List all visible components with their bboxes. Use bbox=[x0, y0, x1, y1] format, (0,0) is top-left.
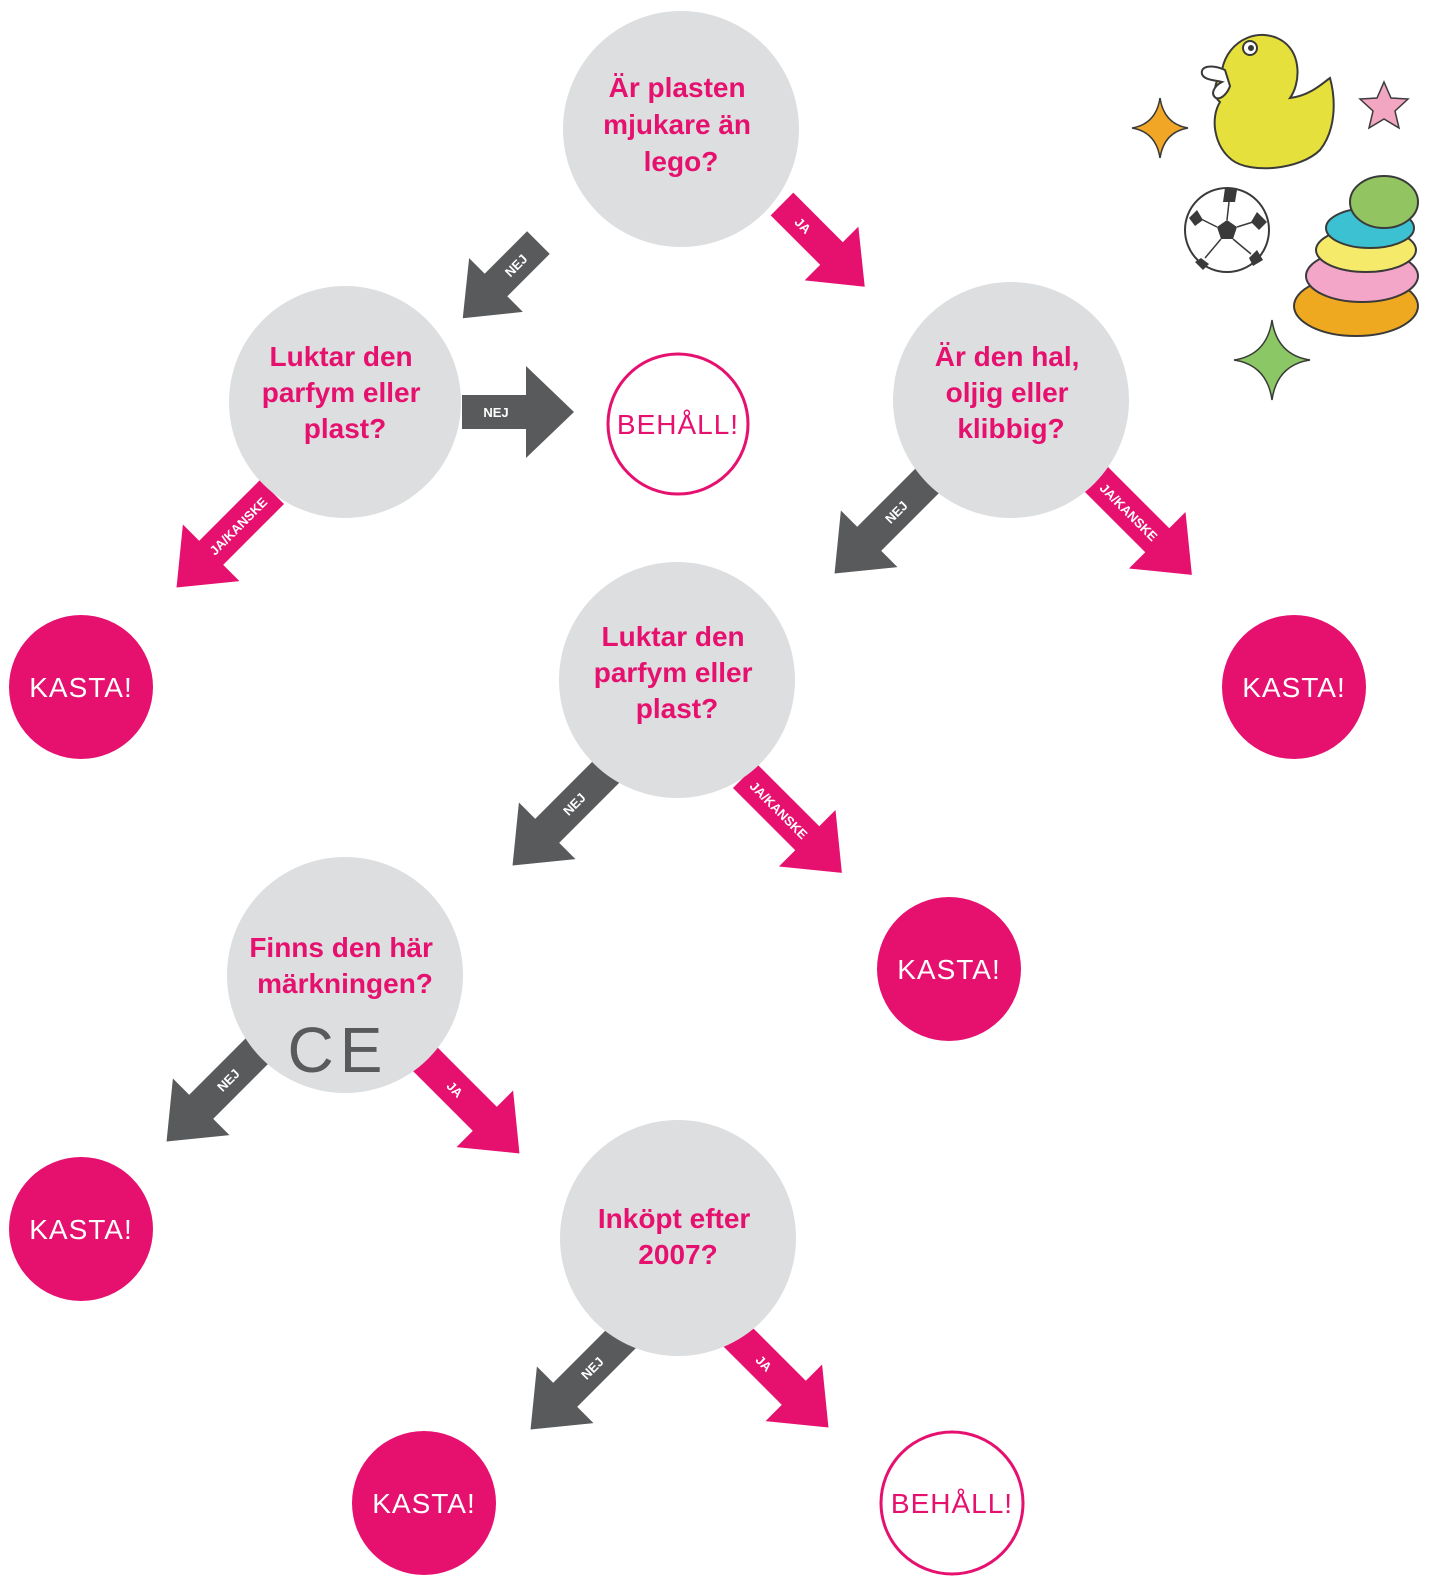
question-q1-line: lego? bbox=[644, 146, 719, 177]
result-toss-3-label: KASTA! bbox=[897, 954, 1001, 985]
ce-mark: CE bbox=[288, 1014, 389, 1086]
result-keep-1-label: BEHÅLL! bbox=[617, 409, 739, 440]
arrow-q4-no: NEJ bbox=[512, 757, 621, 866]
question-q2-line: parfym eller bbox=[262, 377, 421, 408]
question-q4: Luktar den parfym eller plast? bbox=[559, 562, 795, 798]
svg-text:Luktar den parfym eller: Luktar den parfym eller plast? bbox=[262, 341, 429, 444]
question-q3: Är den hal, oljig eller klibbig? bbox=[893, 282, 1129, 518]
question-q3-line: klibbig? bbox=[957, 413, 1064, 444]
question-q3-line: oljig eller bbox=[946, 377, 1069, 408]
sparkle-icon bbox=[1131, 97, 1189, 159]
question-q5-line: Finns den här bbox=[249, 932, 433, 963]
arrow-q3-no: NEJ bbox=[834, 465, 943, 574]
result-toss-2-label: KASTA! bbox=[1242, 672, 1346, 703]
stacking-rings-icon bbox=[1293, 175, 1419, 337]
arrow-q1-no: NEJ bbox=[462, 231, 550, 319]
rubber-duck-icon bbox=[1200, 33, 1335, 170]
question-q4-line: parfym eller bbox=[594, 657, 753, 688]
result-keep-2: BEHÅLL! bbox=[879, 1430, 1025, 1576]
soccer-ball-icon bbox=[1184, 187, 1270, 273]
svg-text:Finns den här märkningen: Finns den här märkningen? bbox=[249, 932, 440, 999]
arrow-q5-no: NEJ bbox=[166, 1033, 275, 1142]
svg-text:Är plasten mjukare än: Är plasten mjukare än lego? bbox=[603, 72, 759, 177]
result-keep-2-label: BEHÅLL! bbox=[891, 1488, 1013, 1519]
sparkle-icon bbox=[1233, 319, 1311, 401]
arrow-q2-no-label: NEJ bbox=[483, 405, 508, 420]
question-q5-line: märkningen? bbox=[257, 968, 433, 999]
result-toss-5: KASTA! bbox=[352, 1431, 496, 1575]
question-q3-line: Är den hal, bbox=[935, 341, 1080, 372]
question-q4-line: plast? bbox=[636, 693, 718, 724]
result-keep-1: BEHÅLL! bbox=[606, 352, 750, 496]
arrow-q2-no: NEJ bbox=[462, 366, 574, 458]
svg-text:Är den hal, oljig eller: Är den hal, oljig eller klibbig? bbox=[935, 341, 1087, 444]
result-toss-1: KASTA! bbox=[9, 615, 153, 759]
question-q1: Är plasten mjukare än lego? bbox=[563, 11, 799, 247]
question-q5: Finns den här märkningen? CE bbox=[227, 857, 463, 1093]
result-toss-4: KASTA! bbox=[9, 1157, 153, 1301]
star-icon bbox=[1358, 80, 1410, 130]
question-q4-line: Luktar den bbox=[602, 621, 745, 652]
svg-text:Luktar den parfym eller: Luktar den parfym eller plast? bbox=[594, 621, 761, 724]
question-q2-line: plast? bbox=[304, 413, 386, 444]
question-q6-line: 2007? bbox=[638, 1239, 717, 1270]
result-toss-5-label: KASTA! bbox=[372, 1488, 476, 1519]
result-toss-2: KASTA! bbox=[1222, 615, 1366, 759]
question-q2: Luktar den parfym eller plast? bbox=[229, 286, 461, 518]
result-toss-4-label: KASTA! bbox=[29, 1214, 133, 1245]
arrow-q6-yes: JA bbox=[720, 1319, 829, 1428]
question-q1-line: mjukare än bbox=[603, 109, 751, 140]
question-q6: Inköpt efter 2007? bbox=[560, 1120, 796, 1356]
result-toss-3: KASTA! bbox=[877, 897, 1021, 1041]
question-q6-line: Inköpt efter bbox=[598, 1203, 751, 1234]
svg-text:Inköpt efter 2007?: Inköpt efter 2007? bbox=[598, 1203, 758, 1270]
question-q2-line: Luktar den bbox=[270, 341, 413, 372]
question-q1-line: Är plasten bbox=[609, 72, 746, 103]
result-toss-1-label: KASTA! bbox=[29, 672, 133, 703]
arrow-q1-yes: JA bbox=[770, 192, 865, 287]
arrow-q5-yes: JA bbox=[411, 1045, 520, 1154]
arrow-q6-no: NEJ bbox=[530, 1321, 639, 1430]
